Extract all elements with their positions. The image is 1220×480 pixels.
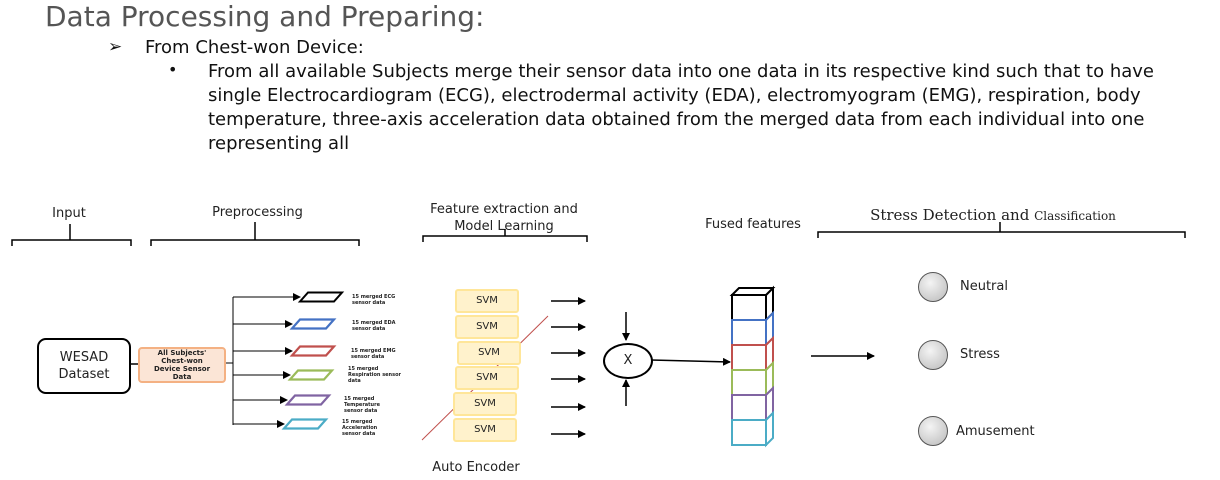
stream-label-line: 15 merged ECG xyxy=(352,294,396,300)
brace-group xyxy=(11,222,1186,246)
class-stress-node xyxy=(918,340,948,370)
stream-parallelogram xyxy=(287,369,335,381)
class-stress-label: Stress xyxy=(960,347,1000,362)
header-fused-features: Fused features xyxy=(705,217,801,232)
stream-label-line: sensor data xyxy=(352,326,386,332)
header-feature-line1: Feature extraction and xyxy=(430,202,578,217)
dataset-line2: Dataset xyxy=(58,367,110,382)
bullet-dot-icon: • xyxy=(168,60,178,79)
stream-label-temperature: 15 merged Temperature sensor data xyxy=(344,396,380,414)
brace-preprocessing xyxy=(150,222,360,246)
class-neutral-node xyxy=(918,272,948,302)
subheading: From Chest-won Device: xyxy=(145,37,364,58)
stream-label-respiration: 15 merged Respiration sensor data xyxy=(348,366,401,384)
wesad-dataset-box: WESAD Dataset xyxy=(37,338,131,394)
header-stress-part3: Classification xyxy=(1034,209,1116,223)
class-neutral-label: Neutral xyxy=(960,279,1008,294)
stream-label-line: sensor data xyxy=(342,431,376,437)
stream-label-line: 15 merged xyxy=(342,419,373,425)
fusion-out-arrow xyxy=(650,357,731,366)
stream-label-line: Respiration sensor xyxy=(348,372,401,378)
stream-label-line: sensor data xyxy=(352,300,386,306)
merge-line3: Device Sensor xyxy=(153,365,211,373)
merge-line4: Data xyxy=(172,373,192,381)
class-amusement-label: Amusement xyxy=(956,424,1035,439)
header-stress-part1: Stress Detection xyxy=(870,206,997,224)
merge-line1: All Subjects' xyxy=(157,349,207,357)
svm-box: SVM xyxy=(453,392,517,416)
svm-arrows xyxy=(551,297,586,438)
class-amusement-node xyxy=(918,416,948,446)
brace-input xyxy=(11,224,132,246)
stream-label-line: Acceleration xyxy=(342,425,378,431)
dataset-line1: WESAD xyxy=(59,350,109,365)
stream-label-acceleration: 15 merged Acceleration sensor data xyxy=(342,419,377,437)
brace-feature xyxy=(422,229,588,242)
header-input: Input xyxy=(52,206,86,221)
stream-label-line: 15 merged EDA xyxy=(352,320,396,326)
stream-parallelogram xyxy=(284,394,332,406)
stream-shapes xyxy=(281,291,345,430)
fusion-node: X xyxy=(603,343,653,379)
stream-label-line: Temperature xyxy=(344,402,380,408)
svm-box: SVM xyxy=(455,366,519,390)
svm-box: SVM xyxy=(455,289,519,313)
stream-label-line: 15 merged xyxy=(344,396,375,402)
bullet-paragraph: From all available Subjects merge their … xyxy=(208,61,1155,154)
svm-box: SVM xyxy=(457,341,521,365)
svm-box: SVM xyxy=(453,418,517,442)
merge-line2: Chest-won xyxy=(161,357,203,365)
tree-branches xyxy=(233,293,301,428)
stream-label-line: sensor data xyxy=(351,354,385,360)
stream-label-eda: 15 merged EDA sensor data xyxy=(352,320,396,332)
stream-label-line: data xyxy=(348,378,361,384)
svm-box: SVM xyxy=(455,315,519,339)
stream-label-ecg: 15 merged ECG sensor data xyxy=(352,294,395,306)
arrow-bullet-icon: ➢ xyxy=(108,37,123,57)
stream-label-line: 15 merged EMG xyxy=(351,348,396,354)
brace-stress xyxy=(817,222,1186,238)
stream-label-line: 15 merged xyxy=(348,366,379,372)
fused-feature-block xyxy=(731,335,774,373)
auto-encoder-label: Auto Encoder xyxy=(432,460,520,475)
stream-parallelogram xyxy=(289,345,337,357)
header-feature-line2: Model Learning xyxy=(454,219,554,234)
stream-parallelogram xyxy=(297,291,345,303)
stream-label-line: sensor data xyxy=(344,408,378,414)
stream-parallelogram xyxy=(281,418,329,430)
merged-subjects-box: All Subjects' Chest-won Device Sensor Da… xyxy=(138,347,226,383)
header-stress-detection: Stress Detection and Classification xyxy=(864,206,1122,224)
stream-label-emg: 15 merged EMG sensor data xyxy=(351,348,396,360)
header-preprocessing: Preprocessing xyxy=(212,205,303,220)
fused-feature-block xyxy=(729,285,776,323)
slide-title: Data Processing and Preparing: xyxy=(45,0,485,33)
fused-feature-stack xyxy=(729,285,776,448)
header-stress-part2: and xyxy=(996,206,1035,224)
stream-parallelogram xyxy=(289,318,337,330)
fused-feature-block xyxy=(731,410,774,448)
